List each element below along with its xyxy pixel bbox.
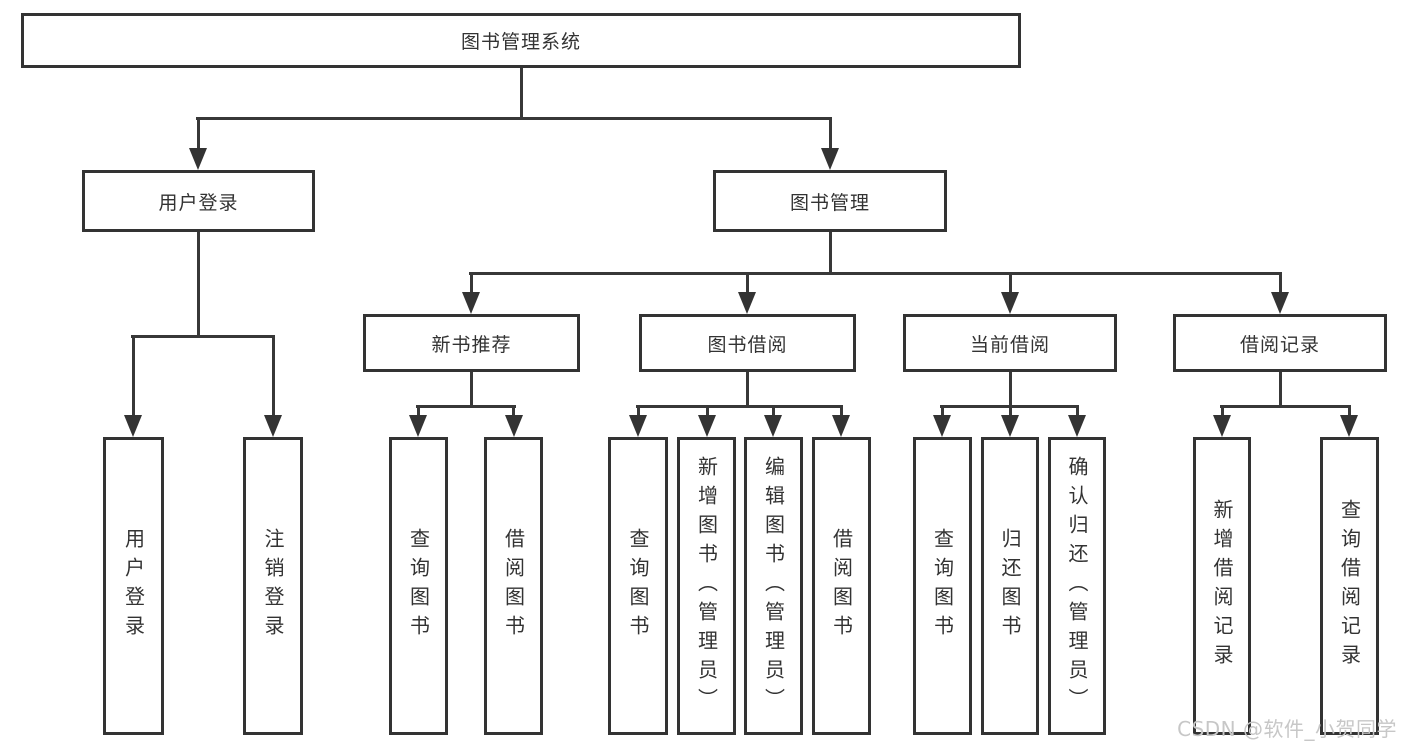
connector-g1-drop [470, 372, 473, 408]
connector-g2-drop-1 [637, 405, 640, 417]
connector-g3-drop-2 [1009, 405, 1012, 417]
connector-g4-drop-2 [1348, 405, 1351, 417]
leaf-query-books-current: 查询图书 [913, 437, 972, 735]
node-borrowing-records: 借阅记录 [1173, 314, 1387, 372]
connector-user-login-drop [197, 232, 200, 338]
leaf-query-books-borrowing: 查询图书 [608, 437, 668, 735]
connector-g4-drop [1279, 372, 1282, 408]
connector-level3-branch [469, 272, 1282, 275]
arrowhead-leaf-logout [264, 415, 282, 437]
connector-g1-branch [416, 405, 516, 408]
connector-drop-leaf-logout [272, 335, 275, 417]
leaf-return-books: 归还图书 [981, 437, 1039, 735]
connector-drop-borrowing-records [1279, 272, 1282, 294]
connector-g3-drop-1 [941, 405, 944, 417]
arrowhead-user-login [189, 148, 207, 170]
connector-g2-branch [636, 405, 843, 408]
arrowhead-g2-leaf-1 [629, 415, 647, 437]
node-current-borrowing: 当前借阅 [903, 314, 1117, 372]
connector-g2-drop-4 [840, 405, 843, 417]
arrowhead-g3-leaf-2 [1001, 415, 1019, 437]
leaf-edit-book-admin: 编辑图书（管理员） [744, 437, 803, 735]
arrowhead-book-management [821, 148, 839, 170]
connector-drop-leaf-login [132, 335, 135, 417]
connector-g4-drop-1 [1221, 405, 1224, 417]
leaf-confirm-return-admin: 确认归还（管理员） [1048, 437, 1106, 735]
connector-level2-branch [196, 117, 832, 120]
connector-root-drop [520, 68, 523, 117]
connector-drop-user-login [197, 117, 200, 150]
connector-g3-drop [1009, 372, 1012, 408]
arrowhead-g2-leaf-2 [698, 415, 716, 437]
arrowhead-g2-leaf-4 [832, 415, 850, 437]
node-library-management-system: 图书管理系统 [21, 13, 1021, 68]
arrowhead-g3-leaf-3 [1068, 415, 1086, 437]
connector-drop-book-management [829, 117, 832, 150]
arrowhead-g1-leaf-1 [409, 415, 427, 437]
connector-g2-drop-2 [706, 405, 709, 417]
arrowhead-current-borrowing [1001, 292, 1019, 314]
connector-g1-drop-1 [417, 405, 420, 417]
leaf-logout: 注销登录 [243, 437, 303, 735]
leaf-borrow-books-recommend: 借阅图书 [484, 437, 543, 735]
arrowhead-book-borrowing [738, 292, 756, 314]
arrowhead-new-book [462, 292, 480, 314]
connector-user-login-branch [131, 335, 275, 338]
arrowhead-g4-leaf-1 [1213, 415, 1231, 437]
connector-g4-branch [1220, 405, 1351, 408]
connector-drop-current-borrowing [1009, 272, 1012, 294]
connector-g3-drop-3 [1076, 405, 1079, 417]
arrowhead-g1-leaf-2 [505, 415, 523, 437]
arrowhead-g3-leaf-1 [933, 415, 951, 437]
leaf-user-login: 用户登录 [103, 437, 164, 735]
connector-g2-drop-3 [772, 405, 775, 417]
node-new-book-recommend: 新书推荐 [363, 314, 580, 372]
connector-drop-book-borrowing [746, 272, 749, 294]
connector-drop-new-book [470, 272, 473, 294]
arrowhead-borrowing-records [1271, 292, 1289, 314]
leaf-borrow-books: 借阅图书 [812, 437, 871, 735]
arrowhead-leaf-login [124, 415, 142, 437]
leaf-query-books-recommend: 查询图书 [389, 437, 448, 735]
node-book-borrowing: 图书借阅 [639, 314, 856, 372]
node-user-login: 用户登录 [82, 170, 315, 232]
leaf-query-borrowing-record: 查询借阅记录 [1320, 437, 1379, 735]
connector-g1-drop-2 [512, 405, 515, 417]
watermark: CSDN @软件_小贺同学 [1177, 717, 1397, 741]
leaf-add-book-admin: 新增图书（管理员） [677, 437, 736, 735]
node-book-management: 图书管理 [713, 170, 947, 232]
arrowhead-g4-leaf-2 [1340, 415, 1358, 437]
arrowhead-g2-leaf-3 [764, 415, 782, 437]
connector-book-management-drop [829, 232, 832, 275]
leaf-add-borrowing-record: 新增借阅记录 [1193, 437, 1251, 735]
connector-g2-drop [746, 372, 749, 408]
